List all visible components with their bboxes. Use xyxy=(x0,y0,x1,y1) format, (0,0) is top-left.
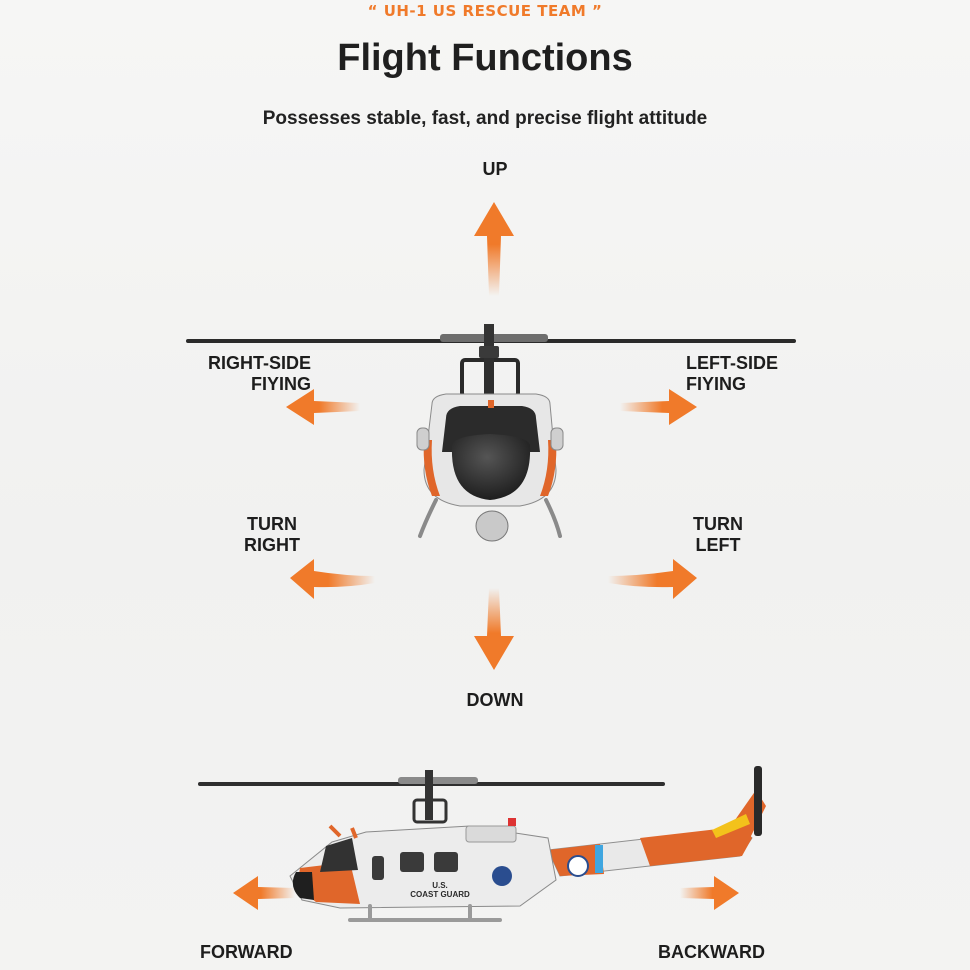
label-up: UP xyxy=(482,159,508,179)
side-marking-2: COAST GUARD xyxy=(410,890,470,899)
label-right-side-flying: RIGHT-SIDE FIYING xyxy=(207,353,311,394)
arrow-forward-icon xyxy=(233,876,295,910)
label-forward: FORWARD xyxy=(200,942,293,962)
arrow-down-icon xyxy=(474,588,514,670)
label-turn-left: TURN LEFT xyxy=(693,514,743,555)
arrow-left-icon xyxy=(286,389,360,425)
helicopter-side-icon xyxy=(198,766,766,922)
label-turn-right: TURN RIGHT xyxy=(244,514,300,555)
arrow-turn-right-icon xyxy=(290,559,375,599)
helicopter-front-icon xyxy=(186,324,796,542)
label-backward: BACKWARD xyxy=(658,942,765,962)
side-marking-1: U.S. xyxy=(432,881,448,890)
label-down: DOWN xyxy=(466,690,524,710)
arrow-turn-left-icon xyxy=(608,559,697,599)
arrow-backward-icon xyxy=(680,876,739,910)
arrow-right-icon xyxy=(620,389,697,425)
label-left-side-flying: LEFT-SIDE FIYING xyxy=(686,353,779,394)
series-tag: “ UH-1 US RESCUE TEAM ” xyxy=(367,2,603,20)
page-subtitle: Possesses stable, fast, and precise flig… xyxy=(262,108,708,129)
page-title: Flight Functions xyxy=(337,37,633,79)
arrow-up-icon xyxy=(474,202,514,296)
